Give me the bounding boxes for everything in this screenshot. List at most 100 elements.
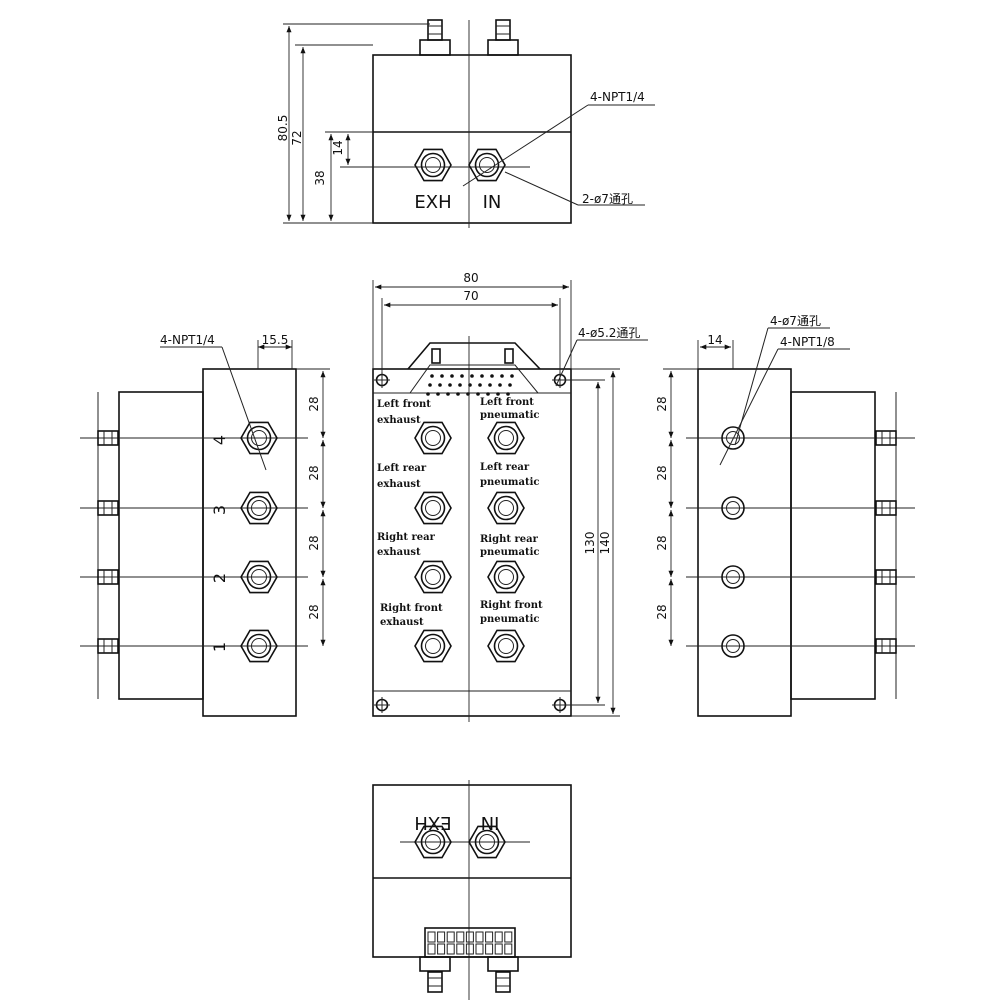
pin-dot (496, 392, 500, 396)
top-exh-port (414, 148, 452, 182)
side-port-bore (726, 639, 740, 653)
port-number: 1 (210, 642, 229, 652)
side-port (721, 496, 745, 520)
side-port (721, 426, 745, 450)
pin-dot (478, 383, 482, 387)
front-dim-hole-span: 70 (463, 289, 478, 303)
top-dim-port-height: 38 (313, 170, 327, 185)
port-number: 4 (210, 435, 229, 445)
right-npt-callout: 4-NPT1/8 (780, 335, 835, 349)
top-in-label: IN (483, 192, 502, 213)
top-in-port (468, 148, 506, 182)
left-pitch: 28 (307, 535, 321, 550)
connector-pin (475, 931, 484, 943)
port-label: Left rear (377, 463, 427, 474)
left-port-rows (80, 421, 308, 663)
pin-dot (506, 392, 510, 396)
top-dim-overall: 80.5 (276, 115, 290, 142)
right-holes-callout: 4-ø7通孔 (770, 314, 821, 328)
port-label: pneumatic (480, 410, 539, 421)
front-dim-height: 140 (598, 532, 612, 555)
pin-dot (490, 374, 494, 378)
connector-pin (475, 943, 484, 955)
bottom-bolts (419, 956, 519, 993)
port-number: 2 (210, 573, 229, 583)
connector-pin (437, 931, 446, 943)
connector-pins (426, 374, 514, 396)
pin-dot (500, 374, 504, 378)
top-exh-label: EXH (414, 192, 451, 213)
pin-dot (456, 392, 460, 396)
front-hole-callout: 4-ø5.2通孔 (578, 326, 640, 340)
bottom-in-label: IN (481, 812, 500, 833)
connector-pin (465, 931, 474, 943)
front-view: Left front exhaust Left front pneumatic … (372, 271, 648, 722)
connector-pin (504, 931, 513, 943)
pin-dot (426, 392, 430, 396)
front-body-outline (372, 368, 572, 717)
pin-dot (510, 374, 514, 378)
bottom-view: EXH IN (372, 780, 572, 1000)
top-body-outline (372, 54, 572, 224)
connector-pin (446, 931, 455, 943)
connector-pin (485, 943, 494, 955)
port-label: Right front (480, 600, 543, 611)
pin-dot (498, 383, 502, 387)
top-dim-body: 72 (290, 130, 304, 145)
side-port-bore (726, 501, 740, 515)
pin-dot (486, 392, 490, 396)
port-left-rear-pneumatic (487, 491, 525, 525)
connector-pin (456, 931, 465, 943)
pin-dot (480, 374, 484, 378)
port-label: pneumatic (480, 547, 539, 558)
left-pitch: 28 (307, 396, 321, 411)
right-pitch: 28 (655, 535, 669, 550)
connector-pin (427, 931, 436, 943)
pin-dot (440, 374, 444, 378)
port-label: pneumatic (480, 614, 539, 625)
top-view: EXH IN 80.5 72 38 14 4-NPT1/4 2-ø7通孔 (276, 19, 655, 228)
port-label: pneumatic (480, 477, 539, 488)
port-label: Left rear (480, 462, 530, 473)
left-pitch: 28 (307, 604, 321, 619)
port-left-front-exhaust (414, 421, 452, 455)
side-port (721, 634, 745, 658)
connector-pin (494, 943, 503, 955)
top-dim-port-offset: 14 (331, 140, 345, 155)
port-label: exhaust (377, 415, 421, 426)
pin-dot (458, 383, 462, 387)
bottom-exh-label: EXH (414, 812, 451, 833)
front-mount-hole (373, 696, 391, 714)
left-body-outline (202, 368, 297, 717)
connector-pin (437, 943, 446, 955)
port-right-front-pneumatic (487, 629, 525, 663)
pin-dot (508, 383, 512, 387)
side-port-bore (726, 570, 740, 584)
right-pitch: 28 (655, 396, 669, 411)
right-view: 28 28 28 28 14 4-ø7通孔 4-NPT1/8 (655, 314, 915, 717)
port-label: exhaust (377, 479, 421, 490)
port-right-rear-pneumatic (487, 560, 525, 594)
pin-dot (450, 374, 454, 378)
port-label: Left front (377, 399, 431, 410)
side-port (721, 565, 745, 589)
connector-pin (465, 943, 474, 955)
pin-dot (428, 383, 432, 387)
front-dim-width: 80 (463, 271, 478, 285)
port-label: Right front (380, 603, 443, 614)
pin-dot (438, 383, 442, 387)
front-dim-inner-height: 130 (583, 532, 597, 555)
port-left-rear-exhaust (414, 491, 452, 525)
right-body-outline (697, 368, 792, 717)
port-right-rear-exhaust (414, 560, 452, 594)
pin-dot (430, 374, 434, 378)
left-view: 4 3 2 1 28 28 28 28 15.5 4-NPT1/4 (80, 333, 330, 717)
bottom-connector (424, 927, 516, 958)
right-pitch: 28 (655, 604, 669, 619)
port-label: exhaust (380, 617, 424, 628)
connector-pin (485, 931, 494, 943)
right-offset: 14 (707, 333, 722, 347)
side-port-bore (726, 431, 740, 445)
top-holes-callout: 2-ø7通孔 (582, 192, 633, 206)
